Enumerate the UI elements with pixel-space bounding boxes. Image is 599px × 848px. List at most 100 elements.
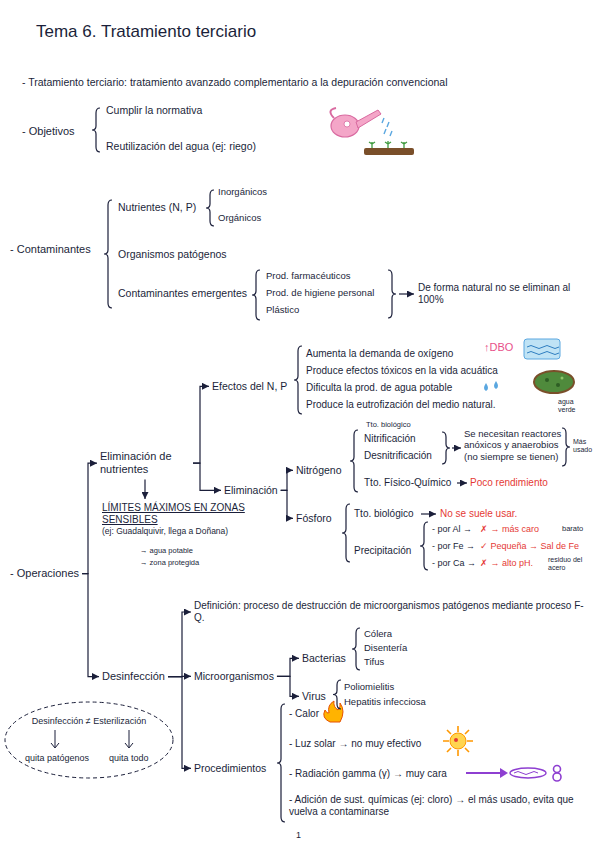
node-text: Desinfección bbox=[102, 670, 165, 683]
node-text: Microorganismos bbox=[194, 670, 274, 683]
concept-node: Microorganismos bbox=[192, 668, 276, 685]
note-text: - Luz solar → no muy efectivo bbox=[289, 738, 421, 750]
note-text: residuo del acero bbox=[548, 556, 592, 573]
leader-arrow bbox=[421, 513, 436, 514]
page-title: Tema 6. Tratamiento terciario bbox=[36, 22, 256, 42]
note-text: Desnitrificación bbox=[364, 450, 432, 462]
note-text: Se necesitan reactores anóxicos y anaero… bbox=[464, 428, 562, 462]
concept-node: Bacterias bbox=[300, 650, 348, 667]
bracket bbox=[92, 108, 100, 152]
note-text: Aumenta la demanda de oxígeno bbox=[306, 348, 453, 360]
note-text: Cumplir la normativa bbox=[106, 104, 202, 117]
bracket bbox=[333, 680, 341, 709]
bracket bbox=[352, 628, 360, 670]
concept-node: Fósforo bbox=[294, 510, 334, 527]
note-text: De forma natural no se eliminan al 100% bbox=[418, 282, 578, 306]
note-text: ✗ → más caro bbox=[480, 524, 539, 535]
note-text: Precipitación bbox=[354, 545, 411, 557]
bracket bbox=[294, 346, 302, 414]
note-text: ✓ Pequeña → Sal de Fe bbox=[480, 541, 579, 552]
node-text: Fósforo bbox=[296, 512, 332, 525]
node-text: Procedimientos bbox=[194, 762, 266, 775]
connector-arrow bbox=[193, 386, 209, 463]
note-text: Prod. farmacéuticos bbox=[266, 270, 350, 281]
concept-node: Nitrógeno bbox=[294, 462, 344, 479]
bracket bbox=[252, 270, 260, 320]
cloud-outline bbox=[3, 700, 175, 780]
bracket bbox=[388, 270, 396, 318]
watering-can-illustration bbox=[330, 108, 414, 155]
concept-node: Eliminación de nutrientes bbox=[98, 448, 192, 478]
node-text: (ej: Guadalquivir, llega a Doñana) bbox=[102, 526, 252, 536]
connector-arrow bbox=[168, 677, 191, 769]
note-text: Más usado bbox=[573, 438, 595, 455]
node-text: quita patógenos bbox=[25, 753, 89, 764]
note-text: barato bbox=[562, 524, 583, 533]
concept-node: Desinfección bbox=[100, 668, 167, 685]
bracket bbox=[562, 428, 570, 466]
node-text: Eliminación de nutrientes bbox=[100, 450, 190, 476]
connector-arrow bbox=[82, 463, 97, 573]
fire-icon bbox=[324, 701, 343, 722]
note-text: Tto. Físico-Químico bbox=[364, 477, 451, 489]
note-text: Contaminantes emergentes bbox=[118, 287, 247, 300]
note-text: Poliomielitis bbox=[344, 681, 394, 692]
note-text: Cólera bbox=[364, 628, 392, 639]
connector-arrow bbox=[281, 490, 293, 518]
bracket bbox=[104, 200, 112, 308]
down-arrow bbox=[51, 730, 133, 748]
note-text: - por Al → bbox=[432, 524, 472, 535]
bracket bbox=[442, 432, 450, 464]
node-text: Desinfección ≠ Esterilización bbox=[3, 716, 175, 727]
note-text: Produce la eutrofización del medio natur… bbox=[306, 399, 496, 411]
bracket bbox=[206, 190, 214, 226]
note-text: Tifus bbox=[364, 656, 384, 667]
bracket bbox=[342, 504, 350, 562]
note-text: Tto. biológico bbox=[366, 420, 411, 429]
connector-arrow bbox=[144, 479, 145, 499]
note-text: ✗ → alto pH. bbox=[480, 558, 533, 569]
note-text: Inorgánicos bbox=[218, 186, 267, 197]
bracket bbox=[277, 704, 285, 822]
note-text: - Radiación gamma (γ) → muy cara bbox=[289, 768, 447, 780]
concept-node: Virus bbox=[300, 688, 328, 705]
water-drops-icon bbox=[484, 381, 498, 391]
node-text: - Operaciones bbox=[10, 567, 79, 580]
note-text: - por Fe → bbox=[432, 541, 475, 552]
eutrophic-pond-icon bbox=[534, 371, 574, 393]
leader-arrow bbox=[457, 482, 467, 483]
bracket bbox=[420, 522, 428, 570]
node-text: Definición: proceso de destrucción de mi… bbox=[194, 600, 584, 624]
note-text: Reutilización del agua (ej: riego) bbox=[106, 140, 256, 153]
note-text: Nitrificación bbox=[364, 433, 416, 445]
leader-arrow bbox=[399, 293, 414, 294]
note-text: ↑DBO bbox=[484, 341, 513, 354]
connector-arrow bbox=[277, 676, 299, 696]
note-text: - Objetivos bbox=[22, 125, 75, 138]
cloud-outline-shape bbox=[5, 702, 173, 778]
note-text: Plástico bbox=[266, 304, 299, 315]
note-text: - Contaminantes bbox=[10, 243, 91, 256]
note-text: - por Ca → bbox=[432, 558, 476, 569]
node-text: Bacterias bbox=[302, 652, 346, 665]
concept-node: Definición: proceso de destrucción de mi… bbox=[192, 598, 586, 626]
connector-arrow bbox=[82, 574, 99, 677]
note-text: No se suele usar. bbox=[440, 508, 517, 520]
note-text: Tto. biológico bbox=[354, 508, 413, 520]
concept-node: Eliminación bbox=[222, 482, 280, 499]
connector-arrow bbox=[281, 470, 293, 490]
note-text: Hepatitis infecciosa bbox=[344, 696, 426, 707]
node-text: Virus bbox=[302, 690, 326, 703]
node-text: Eliminación bbox=[224, 484, 278, 497]
note-text: Produce efectos tóxicos en la vida acuát… bbox=[306, 365, 498, 377]
concept-node: - Operaciones bbox=[8, 565, 81, 582]
note-text: 1 bbox=[296, 830, 301, 841]
node-text: LÍMITES MÁXIMOS EN ZONAS SENSIBLES bbox=[102, 502, 252, 526]
node-text: Nitrógeno bbox=[296, 464, 342, 477]
note-text: Prod. de higiene personal bbox=[266, 287, 374, 298]
node-text: quita todo bbox=[109, 753, 149, 764]
note-cloud: Desinfección ≠ Esterilización quita patóg… bbox=[3, 700, 175, 780]
concept-node: Efectos del N, P bbox=[210, 378, 289, 395]
leader-arrow bbox=[452, 447, 461, 448]
